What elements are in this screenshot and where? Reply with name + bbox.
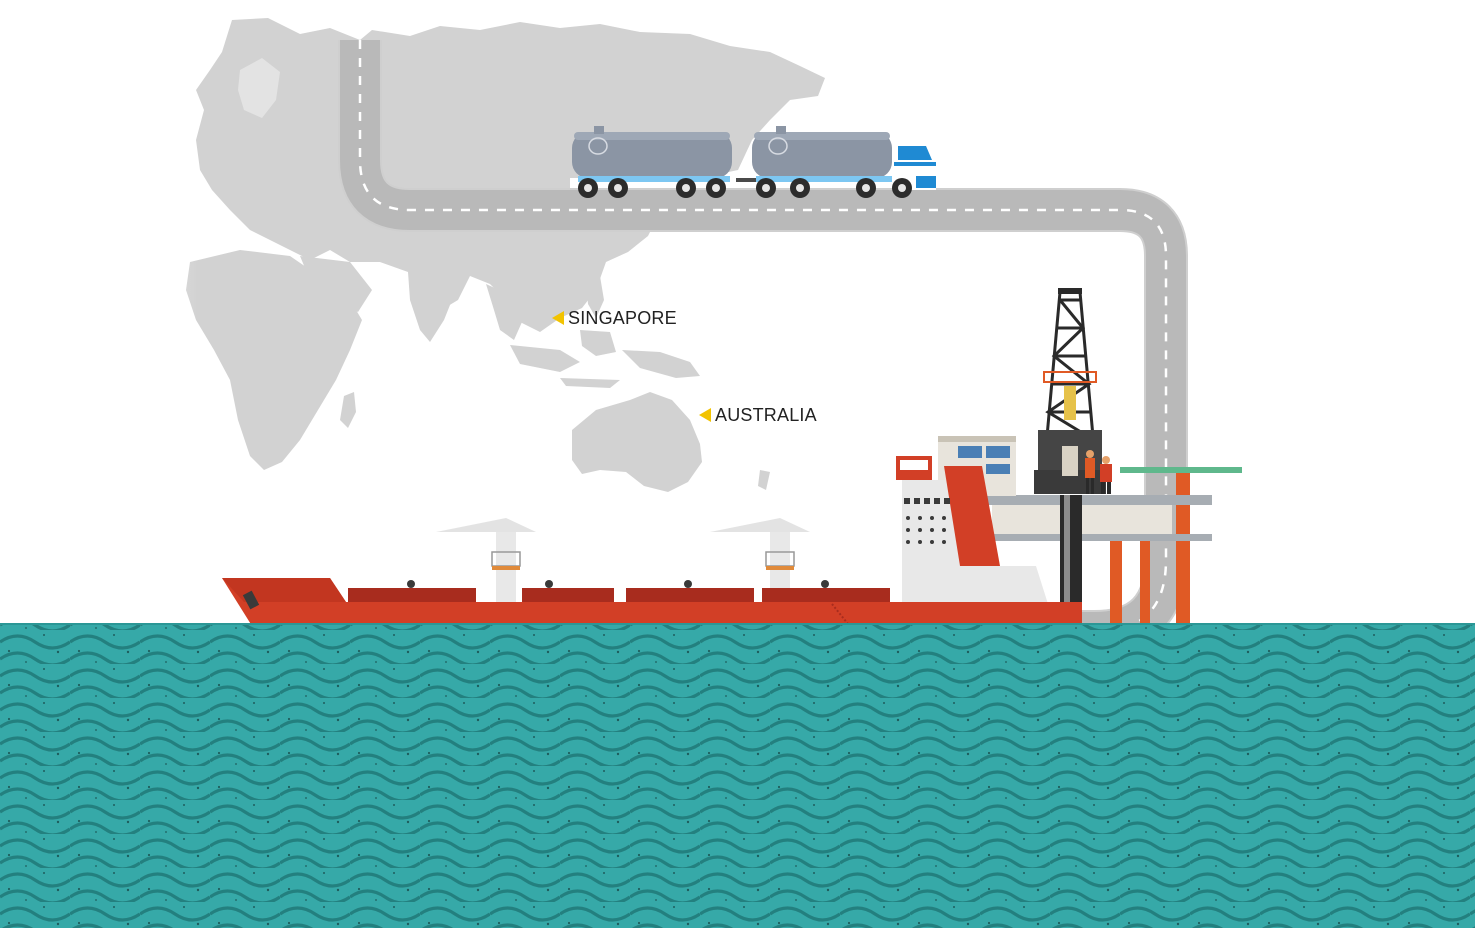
australia-text: AUSTRALIA <box>715 405 817 425</box>
location-marker-icon <box>552 311 564 325</box>
oil-rig-icon <box>938 288 1242 630</box>
world-map <box>0 0 900 500</box>
singapore-text: SINGAPORE <box>568 308 677 328</box>
singapore-label: SINGAPORE <box>552 308 677 329</box>
australia-label: AUSTRALIA <box>699 405 817 426</box>
worker-icon <box>1085 450 1112 494</box>
location-marker-icon <box>699 408 711 422</box>
sea-waves <box>0 623 1475 928</box>
tanker-truck-icon <box>570 126 936 198</box>
